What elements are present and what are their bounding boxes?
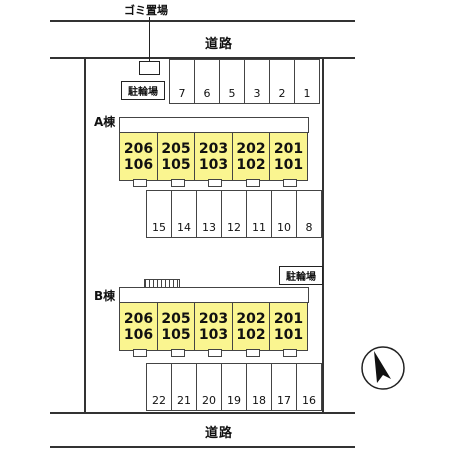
unit-number-upper: 205 [161, 140, 191, 157]
unit-entrance [208, 349, 222, 357]
parking-space: 17 [271, 363, 297, 411]
garbage-area-label: ゴミ置場 [124, 4, 168, 17]
unit-number-upper: 205 [161, 310, 191, 327]
unit-number-lower: 103 [198, 156, 229, 173]
parking-space: 15 [146, 190, 172, 238]
parking-space: 19 [221, 363, 247, 411]
unit-number-upper: 206 [123, 310, 154, 327]
unit-entrance [283, 179, 297, 187]
unit-entrance [170, 179, 185, 187]
unit-entrance [133, 349, 147, 357]
unit-number-lower: 102 [236, 326, 266, 343]
site-boundary-left [84, 57, 86, 412]
unit-number-lower: 102 [236, 156, 266, 173]
unit-number-upper: 203 [198, 140, 229, 157]
unit-entrance [283, 349, 297, 357]
building-b-label: B棟 [94, 289, 116, 303]
parking-space: 22 [146, 363, 172, 411]
parking-space: 13 [196, 190, 222, 238]
parking-space: 16 [296, 363, 322, 411]
parking-space: 2 [269, 59, 295, 104]
building-a-roof [119, 117, 309, 133]
unit-entrance [133, 179, 147, 187]
road-top-edge-upper [50, 20, 355, 22]
parking-space: 12 [221, 190, 247, 238]
parking-space: 8 [296, 190, 322, 238]
parking-space: 20 [196, 363, 222, 411]
parking-space: 1 [294, 59, 320, 104]
unit-entrance [245, 349, 260, 357]
unit-number-lower: 106 [123, 156, 154, 173]
north-arrow-icon [361, 346, 405, 390]
unit-number-lower: 101 [273, 326, 304, 343]
parking-space: 7 [169, 59, 195, 104]
unit-number-upper: 201 [273, 310, 304, 327]
parking-space: 21 [171, 363, 197, 411]
building-b-roof [119, 287, 309, 303]
parking-space: 14 [171, 190, 197, 238]
unit-entrance [208, 179, 222, 187]
unit-number-upper: 203 [198, 310, 229, 327]
unit-number-lower: 105 [161, 156, 191, 173]
unit-number-upper: 201 [273, 140, 304, 157]
unit-number-upper: 206 [123, 140, 154, 157]
unit-number-lower: 103 [198, 326, 229, 343]
unit-entrance [170, 349, 185, 357]
parking-space: 18 [246, 363, 272, 411]
parking-space: 6 [194, 59, 220, 104]
parking-space: 11 [246, 190, 272, 238]
unit-number-lower: 101 [273, 156, 304, 173]
road-bottom-edge-lower [50, 446, 355, 448]
garbage-bin [139, 61, 160, 75]
garbage-leader-line [149, 17, 150, 61]
unit-number-upper: 202 [236, 310, 266, 327]
building-a-label: A棟 [94, 115, 116, 129]
road-top-label: 道路 [205, 37, 234, 52]
bike-parking-top: 駐輪場 [121, 81, 165, 100]
unit-number-lower: 106 [123, 326, 154, 343]
parking-space: 3 [244, 59, 270, 104]
unit-entrance [245, 179, 260, 187]
road-top-edge-lower [50, 57, 355, 59]
unit-number-upper: 202 [236, 140, 266, 157]
road-bottom-edge-upper [50, 412, 355, 414]
site-boundary-right [322, 57, 324, 412]
bike-parking-bottom: 駐輪場 [279, 266, 323, 285]
unit-number-lower: 105 [161, 326, 191, 343]
road-bottom-label: 道路 [205, 426, 234, 441]
parking-space: 5 [219, 59, 245, 104]
parking-space: 10 [271, 190, 297, 238]
